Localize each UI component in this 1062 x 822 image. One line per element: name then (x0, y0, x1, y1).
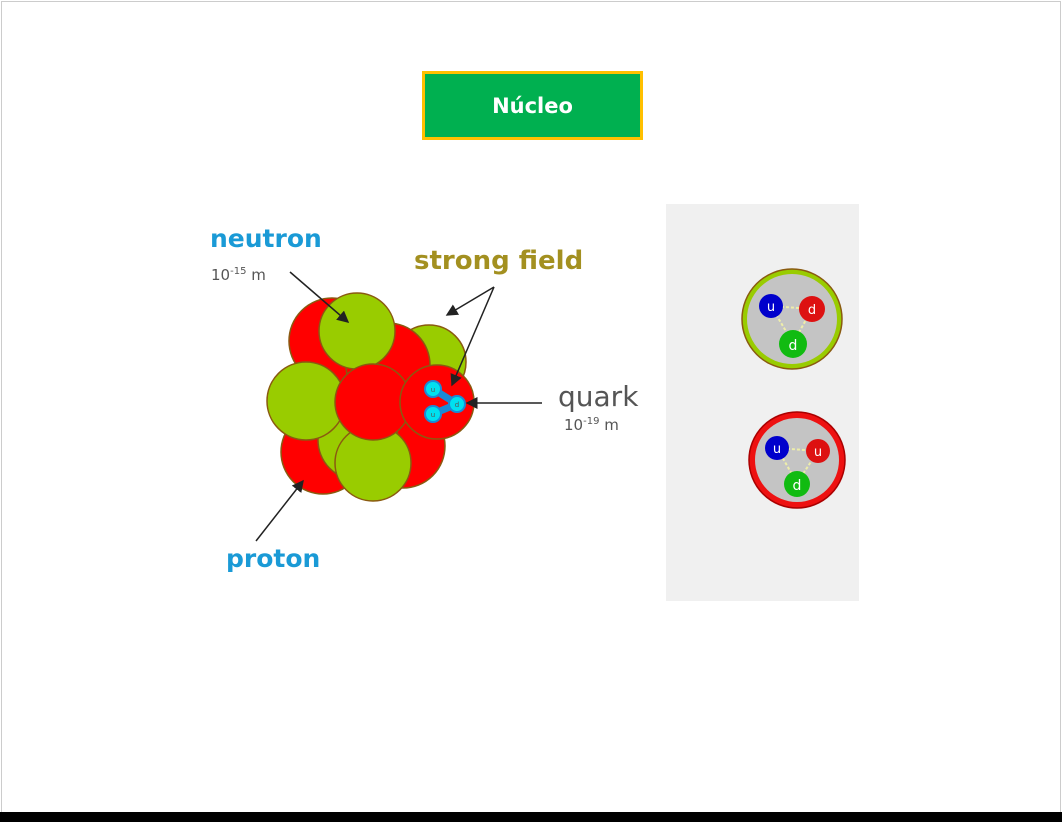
neutron-scale: 10-15 m (211, 266, 266, 284)
quark-scale: 10-19 m (564, 416, 619, 434)
svg-text:d: d (789, 338, 798, 354)
neutron-quark-model: u d d (741, 268, 843, 370)
nucleon-panel (666, 204, 859, 601)
arrows (255, 271, 542, 542)
neutron-ball (318, 292, 396, 370)
svg-text:u: u (814, 445, 822, 460)
svg-text:u: u (773, 442, 781, 457)
bottom-bar (0, 812, 1062, 822)
svg-text:u: u (431, 386, 435, 394)
quark-cluster: u d u (424, 380, 466, 423)
neutron-label: neutron (210, 224, 322, 253)
svg-text:d: d (808, 303, 816, 318)
svg-text:d: d (455, 401, 459, 409)
nucleo-title-button[interactable]: Núcleo (422, 71, 643, 140)
svg-text:u: u (431, 411, 435, 419)
quark-label: quark (558, 380, 639, 413)
svg-text:u: u (767, 300, 775, 315)
proton-label: proton (226, 544, 321, 573)
neutron-ball (266, 361, 346, 441)
svg-text:d: d (793, 478, 802, 494)
strong-field-label: strong field (414, 246, 584, 276)
proton-quark-model: u u d (748, 411, 846, 509)
